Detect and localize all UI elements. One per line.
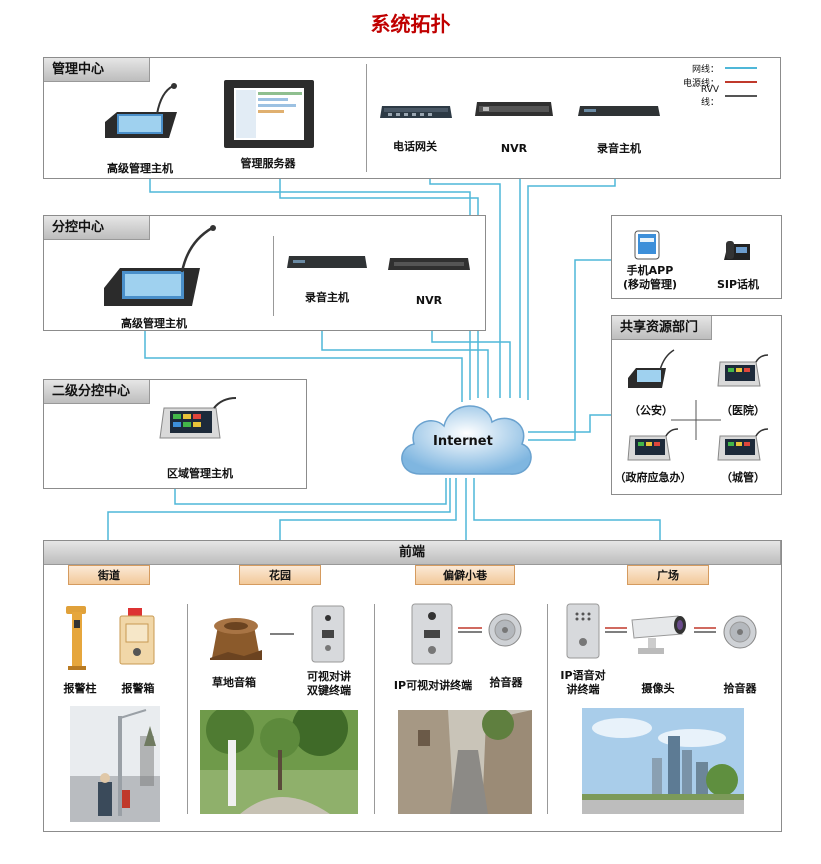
urban-terminal-icon — [717, 428, 768, 461]
branch-center-header: 分控中心 — [44, 216, 150, 240]
alley-power-line — [458, 627, 482, 633]
zone-tab-garden: 花园 — [239, 565, 321, 585]
page-title: 系统拓扑 — [370, 12, 451, 36]
ip-video-intercom-label: IP可视对讲终端 — [393, 679, 473, 692]
ip-voice-intercom-icon — [566, 603, 600, 659]
shared-dept-header: 共享资源部门 — [612, 316, 712, 340]
divider — [547, 604, 548, 814]
garden-link-line — [270, 633, 294, 635]
alarm-box-icon — [119, 608, 155, 665]
branch-recording-host-label: 录音主机 — [305, 291, 349, 304]
emergency-label: （政府应急办） — [614, 471, 692, 484]
zone-tab-square: 广场 — [627, 565, 709, 585]
internet-label: Internet — [433, 434, 493, 449]
branch-nvr-label: NVR — [415, 294, 443, 307]
emergency-terminal-icon — [627, 428, 678, 461]
management-center-header: 管理中心 — [44, 58, 150, 82]
alarm-box-label: 报警箱 — [121, 682, 155, 695]
alley-photo — [398, 710, 532, 814]
ip-video-intercom-icon — [411, 603, 453, 665]
hospital-label: （医院） — [721, 404, 765, 417]
alarm-pillar-icon — [66, 606, 86, 670]
sip-phone-label: SIP话机 — [716, 278, 760, 291]
video-intercom-dual-key-label: 可视对讲 双键终端 — [307, 670, 351, 697]
management-server-label: 管理服务器 — [240, 157, 296, 170]
management-host-icon — [105, 83, 177, 138]
phone-app-icon — [634, 230, 660, 260]
branch-host-label: 高级管理主机 — [121, 317, 187, 330]
legend: 网线： 电源线： RVV线： — [683, 61, 757, 108]
zone-tab-street: 街道 — [68, 565, 150, 585]
legend-line-rvv — [725, 95, 757, 97]
frontend-header: 前端 — [44, 541, 781, 565]
branch-nvr-icon — [388, 258, 470, 270]
police-terminal-icon — [628, 349, 675, 388]
divider — [374, 604, 375, 814]
phone-app-label: 手机APP (移动管理) — [622, 264, 678, 291]
divider — [366, 64, 367, 172]
recording-host-label: 录音主机 — [597, 142, 641, 155]
lawn-speaker-label: 草地音箱 — [212, 676, 256, 689]
legend-label: 电源线： — [683, 78, 720, 89]
square-pickup-label: 拾音器 — [723, 682, 757, 695]
legend-line-network — [725, 67, 757, 69]
camera-label: 摄像头 — [641, 682, 675, 695]
police-label: （公安） — [629, 404, 673, 417]
legend-label: 网线： — [691, 64, 719, 75]
alarm-pillar-label: 报警柱 — [63, 682, 97, 695]
management-server-icon — [224, 80, 314, 148]
alley-pickup-label: 拾音器 — [489, 676, 523, 689]
internet-cloud-icon — [401, 405, 532, 475]
microphone-pickup-icon — [488, 613, 522, 647]
branch-host-icon — [104, 225, 216, 306]
garden-photo — [200, 710, 358, 814]
frontend-header-label: 前端 — [398, 545, 425, 560]
regional-host-label: 区域管理主机 — [167, 467, 233, 480]
legend-rvv: RVV线： — [683, 85, 757, 108]
divider — [187, 604, 188, 814]
street-photo — [70, 706, 160, 822]
legend-network: 网线： — [683, 61, 757, 75]
square-power-line-1 — [605, 627, 627, 633]
branch-recording-host-icon — [287, 256, 367, 268]
recording-host-icon — [578, 106, 660, 116]
dept-cross-lines — [671, 400, 721, 440]
camera-icon — [631, 615, 686, 654]
phone-gateway-icon — [380, 106, 452, 118]
phone-gateway-label: 电话网关 — [393, 140, 437, 153]
secondary-center-header: 二级分控中心 — [44, 380, 150, 404]
urban-label: （城管） — [721, 471, 765, 484]
hospital-terminal-icon — [717, 354, 768, 387]
ip-voice-intercom-label: IP语音对 讲终端 — [560, 669, 606, 696]
legend-line-power — [725, 81, 757, 83]
nvr-icon — [475, 102, 553, 116]
regional-host-icon — [159, 397, 237, 439]
legend-power: 电源线： — [683, 75, 757, 89]
management-host-label: 高级管理主机 — [107, 162, 173, 175]
video-intercom-dual-key-icon — [311, 605, 345, 663]
sip-phone-icon — [724, 241, 750, 260]
square-pickup-icon — [723, 615, 757, 649]
square-photo — [582, 708, 744, 814]
divider — [273, 236, 274, 316]
square-power-line-2 — [694, 627, 716, 633]
lawn-speaker-icon — [210, 618, 262, 660]
zone-tab-alley: 偏僻小巷 — [415, 565, 515, 585]
legend-label: RVV线： — [700, 84, 719, 108]
nvr-label: NVR — [500, 142, 528, 155]
